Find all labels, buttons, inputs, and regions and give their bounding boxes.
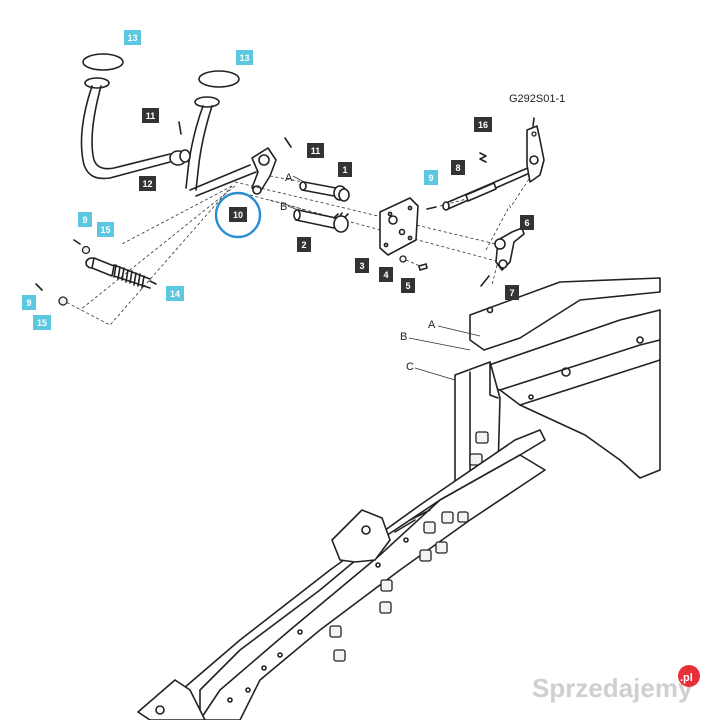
nut-15-lower <box>58 296 68 306</box>
svg-text:2: 2 <box>301 240 306 250</box>
callout-14[interactable]: 14 <box>166 286 184 301</box>
svg-text:9: 9 <box>82 215 87 225</box>
callout-2[interactable]: 2 <box>297 237 311 252</box>
callout-7[interactable]: 7 <box>505 285 519 300</box>
cross-lever <box>189 164 257 197</box>
callout-4[interactable]: 4 <box>379 267 393 282</box>
pin-9-linkage <box>426 206 437 210</box>
spring-rod-14 <box>35 239 157 306</box>
callout-9-linkage[interactable]: 9 <box>424 170 438 185</box>
nut-15-upper <box>81 245 91 255</box>
svg-text:9: 9 <box>26 298 31 308</box>
callout-13-left[interactable]: 13 <box>124 30 141 45</box>
callout-11-left[interactable]: 11 <box>142 108 159 123</box>
tractor-frame <box>137 277 661 720</box>
letter-a-top: A <box>285 172 293 184</box>
pedal-pad-left <box>82 53 124 71</box>
svg-text:11: 11 <box>311 146 321 156</box>
callout-5[interactable]: 5 <box>401 278 415 293</box>
letter-a-frame: A <box>428 319 436 331</box>
callout-8[interactable]: 8 <box>451 160 465 175</box>
svg-text:7: 7 <box>509 288 514 298</box>
svg-text:16: 16 <box>478 120 488 130</box>
bracket-16 <box>479 117 545 183</box>
bolt-5 <box>418 263 428 271</box>
callout-9-lower[interactable]: 9 <box>22 295 36 310</box>
watermark-text: Sprzedajemy <box>532 673 693 703</box>
svg-text:1: 1 <box>342 165 347 175</box>
svg-text:3: 3 <box>359 261 364 271</box>
watermark-badge: .pl <box>680 672 693 684</box>
callout-10[interactable]: 10 <box>229 207 247 222</box>
linkage-rod-8 <box>442 166 533 211</box>
svg-text:12: 12 <box>142 179 152 189</box>
shaft-1 <box>299 181 350 202</box>
drawing-reference: G292S01-1 <box>509 93 565 105</box>
svg-text:13: 13 <box>127 33 137 43</box>
callout-13-right[interactable]: 13 <box>236 50 253 65</box>
pin-11-right <box>284 137 292 148</box>
watermark-badge-icon <box>678 665 700 687</box>
svg-text:6: 6 <box>524 218 529 228</box>
svg-text:8: 8 <box>455 163 460 173</box>
svg-text:15: 15 <box>37 318 47 328</box>
letter-b-top: B <box>280 201 287 213</box>
mount-plate-3 <box>379 197 419 256</box>
pedal-pad-right <box>198 70 240 88</box>
svg-text:14: 14 <box>170 289 180 299</box>
pin-9-upper <box>73 239 81 245</box>
callout-16[interactable]: 16 <box>474 117 492 132</box>
pedal-assembly <box>80 53 292 197</box>
pin-7 <box>480 275 490 287</box>
pedal-arm-right <box>185 105 204 189</box>
svg-text:10: 10 <box>233 210 243 220</box>
svg-text:15: 15 <box>100 225 110 235</box>
callout-3[interactable]: 3 <box>355 258 369 273</box>
callout-12[interactable]: 12 <box>139 176 156 191</box>
svg-text:5: 5 <box>405 281 410 291</box>
callout-11-right[interactable]: 11 <box>307 143 324 158</box>
bolt-4 <box>399 255 407 263</box>
shaft-2 <box>293 209 349 233</box>
callout-1[interactable]: 1 <box>338 162 352 177</box>
pin-9-lower <box>35 283 43 291</box>
lever-bracket <box>251 147 277 193</box>
highlight-circle <box>214 191 262 239</box>
callout-15-upper[interactable]: 15 <box>97 222 114 237</box>
svg-text:9: 9 <box>428 173 433 183</box>
svg-text:11: 11 <box>146 111 156 121</box>
watermark: Sprzedajemy .pl <box>532 665 700 703</box>
letter-b-frame: B <box>400 331 407 343</box>
svg-text:13: 13 <box>239 53 249 63</box>
pedal-arm-left <box>80 85 171 180</box>
callout-9-upper[interactable]: 9 <box>78 212 92 227</box>
assembly-lines <box>61 169 536 326</box>
pin-11-left <box>178 121 182 135</box>
letter-c-frame: C <box>406 361 414 373</box>
callout-6[interactable]: 6 <box>520 215 534 230</box>
svg-text:4: 4 <box>383 270 388 280</box>
callout-15-lower[interactable]: 15 <box>33 315 51 330</box>
lever-6 <box>494 227 525 271</box>
